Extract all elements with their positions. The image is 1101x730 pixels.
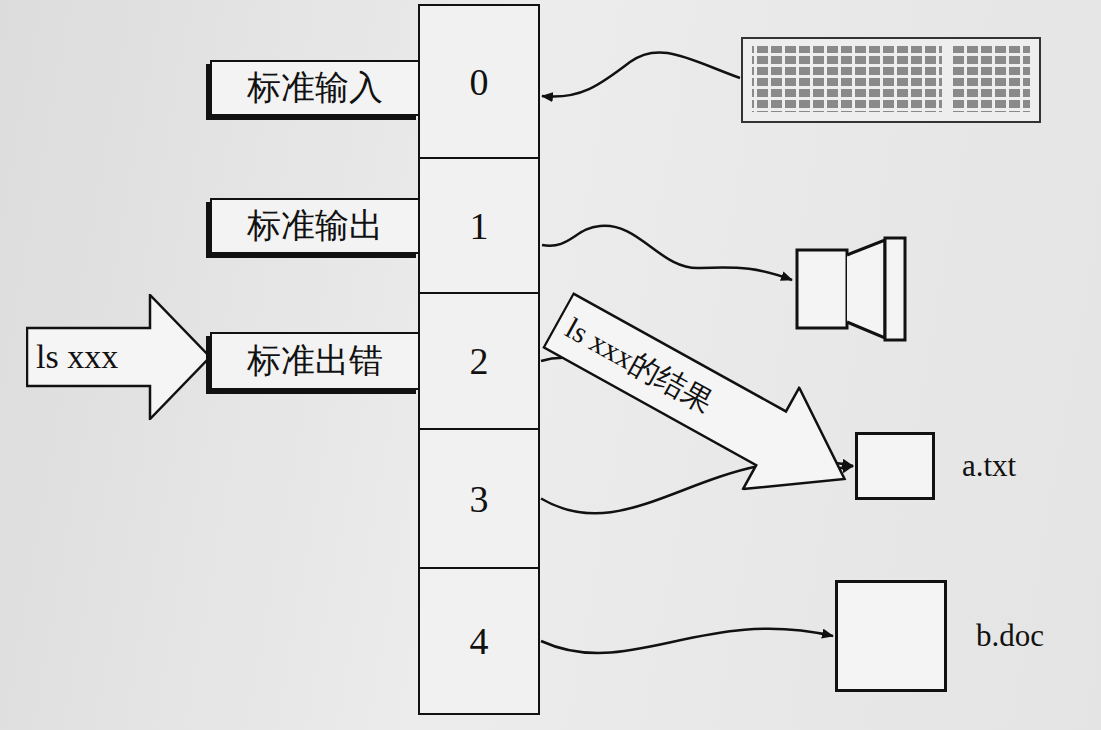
file-box: b.doc [835,580,947,692]
node-text: a.txt [962,448,1016,484]
file-box: a.txt [855,432,935,500]
descriptor-cell: 3 [418,428,540,569]
node-text: 1 [470,204,489,248]
node-text: 2 [470,339,489,383]
node-text: 标准出错 [247,338,383,384]
descriptor-cell: 4 [418,567,540,715]
node-text: ls xxx [36,338,118,376]
stream-label-box: 标准输入 [210,60,420,116]
block-arrow: ls xxx [26,294,212,420]
node-text: 3 [470,477,489,521]
node-text: b.doc [976,618,1044,654]
descriptor-cell: 0 [418,4,540,159]
node-text: 标准输入 [247,65,383,111]
descriptor-cell: 2 [418,292,540,430]
output-curve [542,226,792,280]
monitor-icon [797,238,905,340]
stream-label-box: 标准出错 [210,332,420,390]
descriptor-cell: 1 [418,157,540,294]
input-curve [542,52,740,96]
keyboard-icon [742,38,1040,122]
stream-label-box: 标准输出 [210,198,420,254]
node-text: 标准输出 [247,203,383,249]
node-text: 4 [470,619,489,663]
descriptor-link [541,629,833,653]
node-text: 0 [470,60,489,104]
